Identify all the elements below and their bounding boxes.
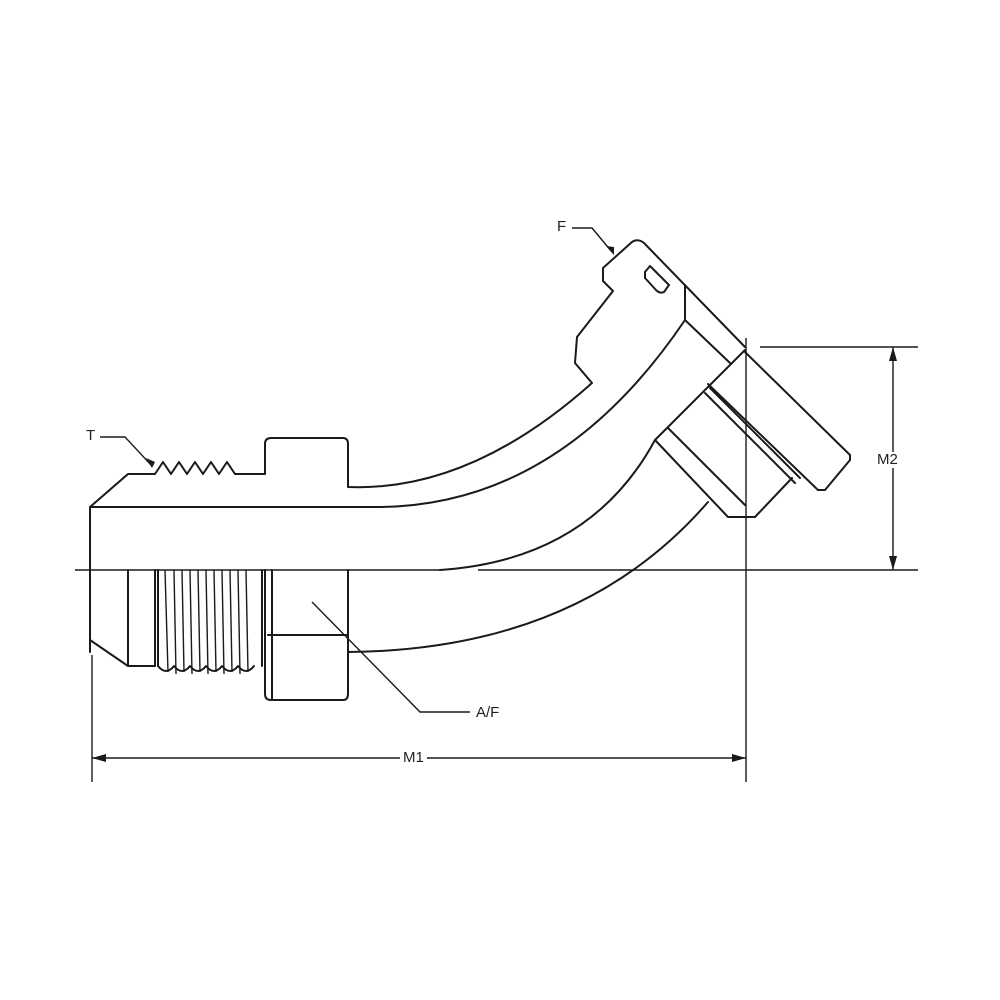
arrow-right-icon: [732, 754, 746, 762]
bend-lower-curve: [347, 501, 709, 653]
t-leader: [100, 436, 153, 467]
hex-nut: [264, 569, 349, 701]
arrow-left-icon: [92, 754, 106, 762]
f-leader: [572, 227, 613, 253]
bend-upper-curve: [379, 319, 686, 508]
af-leader: [311, 601, 470, 713]
t-arrow-icon: [146, 458, 155, 468]
label-f: F: [557, 218, 567, 235]
label-af: A/F: [476, 704, 500, 721]
arrow-up-icon: [889, 347, 897, 361]
upper-profile: [89, 239, 746, 653]
flange-face: [707, 351, 851, 491]
thread-lines: [164, 569, 249, 675]
arrow-down-icon: [889, 556, 897, 570]
flange-slot: [644, 265, 670, 294]
thread-lower: [157, 665, 255, 672]
spigot: [654, 427, 793, 518]
f-arrow-icon: [606, 246, 614, 255]
bend-center-curve: [439, 439, 656, 571]
label-m1: M1: [400, 750, 427, 766]
label-t: T: [86, 427, 96, 444]
label-m2: M2: [874, 452, 901, 468]
